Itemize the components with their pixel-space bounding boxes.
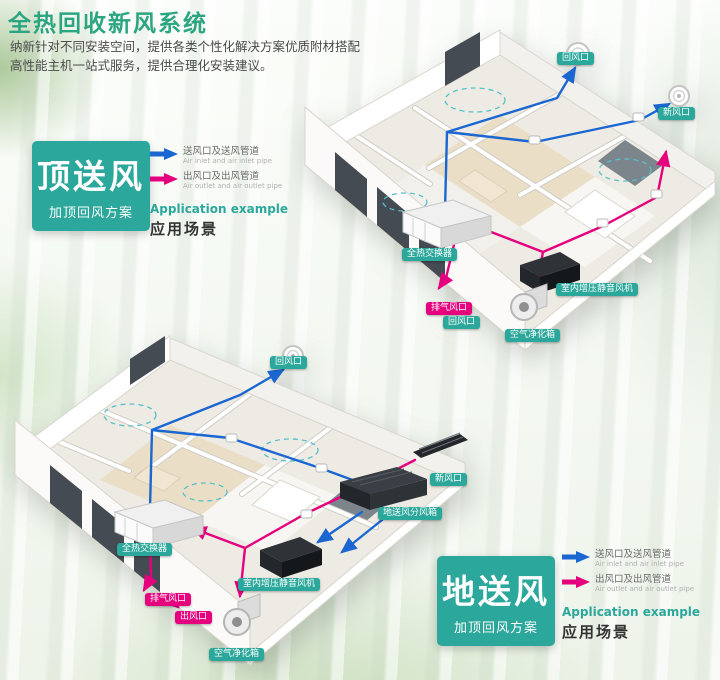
legend-top: 送风口及送风管道 Air inlet and air inlet pipe 出风… <box>150 146 290 239</box>
scheme-subtitle: 加顶回风方案 <box>453 621 538 636</box>
tag-fresh-air-vent: 新风口 <box>658 107 696 120</box>
application-example-label: Application example <box>150 202 289 216</box>
tag-heat-exchanger: 全热交换器 <box>402 248 458 261</box>
return-arrow-icon <box>562 576 590 588</box>
application-example-label: Application example <box>562 605 701 619</box>
tag-exhaust-vent: 排气风口 <box>145 593 192 606</box>
supply-duct-lines <box>443 65 672 212</box>
balcony-window <box>92 499 124 563</box>
application-scene-label: 应用场景 <box>150 220 219 238</box>
scheme-name: 地送风 <box>442 572 550 611</box>
tag-outlet-vent: 出风口 <box>175 611 213 624</box>
tag-heat-exchanger: 全热交换器 <box>117 543 173 556</box>
page-subtitle: 纳新针对不同安装空间，提供各类个性化解决方案优质附材搭配 高性能主机一站式服务，… <box>10 37 360 75</box>
legend-return-label: 出风口及出风管道 <box>595 574 672 585</box>
air-purifier-unit <box>510 283 548 321</box>
balcony-window <box>335 152 367 217</box>
supply-duct-lines <box>148 368 384 554</box>
scheme-name: 顶送风 <box>37 157 145 196</box>
tag-floor-supply-box: 地送风分风箱 <box>378 507 443 520</box>
legend-return-row: 出风口及出风管道 Air outlet and air outlet pipe <box>150 171 290 190</box>
legend-bottom: 送风口及送风管道 Air inlet and air inlet pipe 出风… <box>562 549 702 642</box>
legend-return-label-en: Air outlet and air outlet pipe <box>595 585 695 593</box>
tag-fresh-air-vent: 新风口 <box>430 473 468 486</box>
furniture <box>458 169 636 239</box>
legend-return-row: 出风口及出风管道 Air outlet and air outlet pipe <box>562 574 702 593</box>
perimeter-walls <box>14 335 466 667</box>
supply-arrow-icon <box>150 148 178 160</box>
tag-exhaust-vent: 排气风口 <box>426 302 473 315</box>
tag-return-air-vent: 回风口 <box>557 52 595 65</box>
legend-supply-label: 送风口及送风管道 <box>183 146 260 157</box>
floor-supply-distribution-box <box>340 467 427 510</box>
fresh-air-linear-grille <box>413 432 468 458</box>
balcony-window <box>50 465 82 529</box>
tag-booster-fan: 室内增压静音风机 <box>238 578 321 591</box>
tag-air-purifier: 空气净化箱 <box>505 329 561 342</box>
legend-supply-label: 送风口及送风管道 <box>595 549 672 560</box>
page-title: 全热回收新风系统 <box>8 11 208 37</box>
apartment-isometric-top <box>304 29 716 352</box>
booster-fan-unit <box>260 537 322 578</box>
balcony-window <box>377 187 409 252</box>
legend-return-label: 出风口及出风管道 <box>183 171 260 182</box>
booster-fan-unit <box>520 252 580 293</box>
air-purifier-unit <box>223 593 261 636</box>
fresh-air-diffuser <box>668 85 690 107</box>
supply-arrow-icon <box>562 551 590 563</box>
tag-return-air-vent: 回风口 <box>270 356 308 369</box>
scheme-box-bottom-supply: 地送风 加顶回风方案 <box>437 556 555 646</box>
legend-supply-row: 送风口及送风管道 Air inlet and air inlet pipe <box>150 146 290 165</box>
legend-supply-label-en: Air inlet and air inlet pipe <box>183 157 272 165</box>
heat-exchanger-unit <box>401 199 493 249</box>
legend-return-label-en: Air outlet and air outlet pipe <box>183 182 283 190</box>
scheme-box-top-supply: 顶送风 加顶回风方案 <box>32 141 150 231</box>
return-arrow-icon <box>150 173 178 185</box>
airflow-circulation-dashes <box>382 87 652 212</box>
tag-return-air-vent-2: 回风口 <box>443 316 481 329</box>
tag-booster-fan: 室内增压静音风机 <box>556 283 639 296</box>
airflow-circulation-dashes <box>103 403 319 502</box>
page-subtitle-line1: 纳新针对不同安装空间，提供各类个性化解决方案优质附材搭配 <box>10 39 361 54</box>
tag-air-purifier: 空气净化箱 <box>209 648 265 661</box>
apartment-isometric-bottom <box>14 335 468 667</box>
ceiling-vents <box>225 433 328 519</box>
scheme-subtitle: 加顶回风方案 <box>48 206 133 221</box>
legend-supply-label-en: Air inlet and air inlet pipe <box>595 560 684 568</box>
legend-supply-row: 送风口及送风管道 Air inlet and air inlet pipe <box>562 549 702 568</box>
application-scene-label: 应用场景 <box>562 623 631 641</box>
page-subtitle-line2: 高性能主机一站式服务，提供合理化安装建议。 <box>10 58 273 73</box>
